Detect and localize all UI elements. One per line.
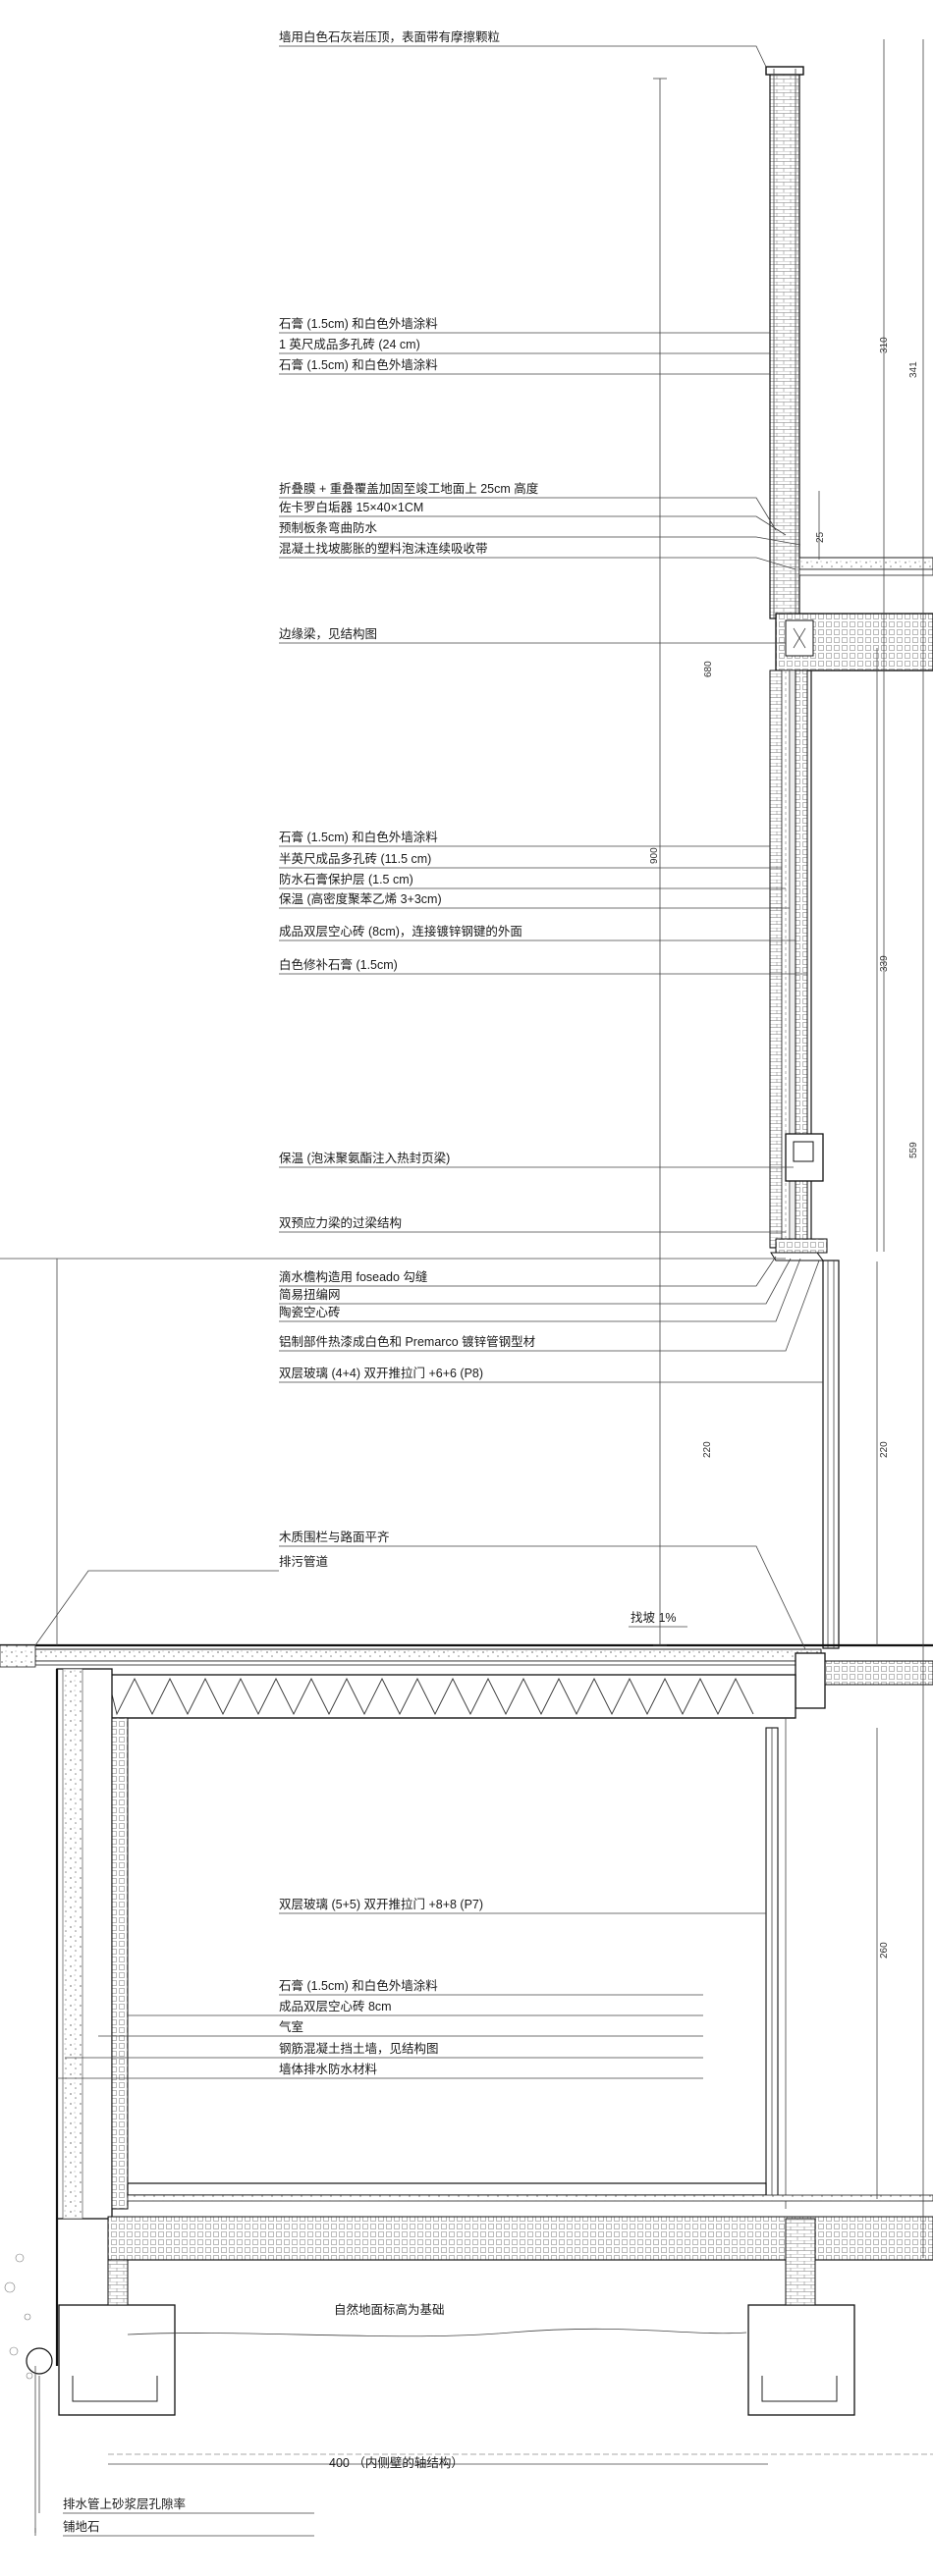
- label-concrete-slope-foam: 混凝土找坡膨胀的塑料泡沫连续吸收带: [279, 541, 488, 556]
- dim-680: 680: [703, 661, 714, 677]
- label-mortar-porosity: 排水管上砂浆层孔隙率: [63, 2496, 186, 2511]
- sliding-door-p8: [822, 1260, 840, 1649]
- label-glazing-p7: 双层玻璃 (5+5) 双开推拉门 +8+8 (P7): [279, 1897, 483, 1911]
- middle-cavity-wall: [769, 670, 933, 1249]
- label-axis-400: 400 （内侧壁的轴结构）: [329, 2455, 464, 2470]
- retaining-wall: [55, 1668, 129, 2366]
- label-white-finish-plaster: 白色修补石膏 (1.5cm): [279, 957, 398, 972]
- ground-floor-slab: [0, 1643, 933, 1709]
- dim-260: 260: [879, 1942, 890, 1959]
- dim-339: 339: [879, 955, 890, 972]
- label-plaster-outer-2: 石膏 (1.5cm) 和白色外墙涂料: [279, 357, 438, 372]
- annotation-labels: 墙用白色石灰岩压顶，表面带有摩擦颗粒 石膏 (1.5cm) 和白色外墙涂料 1 …: [63, 29, 677, 2534]
- dim-220-left: 220: [702, 1441, 713, 1458]
- label-aluminium-premarco: 铝制部件热漆成白色和 Premarco 镀锌管钢型材: [279, 1334, 535, 1349]
- label-parapet-coping: 墙用白色石灰岩压顶，表面带有摩擦颗粒: [279, 29, 500, 44]
- label-rc-retaining-wall: 钢筋混凝土挡土墙，见结构图: [279, 2041, 439, 2056]
- label-twist-mesh: 简易扭编网: [279, 1287, 341, 1302]
- label-insulation-eps: 保温 (高密度聚苯乙烯 3+3cm): [279, 891, 442, 906]
- upper-parapet-wall: [765, 66, 804, 619]
- label-plaster-inner-basement: 石膏 (1.5cm) 和白色外墙涂料: [279, 1978, 438, 1993]
- label-sewer-pipe: 排污管道: [279, 1554, 329, 1569]
- label-air-chamber: 气室: [279, 2019, 303, 2034]
- dim-310: 310: [879, 337, 890, 353]
- label-one-foot-brick: 1 英尺成品多孔砖 (24 cm): [279, 337, 420, 351]
- label-hollow-brick-8cm: 成品双层空心砖 8cm: [279, 1999, 392, 2013]
- dimension-lines: [0, 39, 924, 2465]
- label-prestressed-lintel: 双预应力梁的过梁结构: [279, 1215, 402, 1230]
- footings: [58, 2218, 855, 2416]
- lintel-beam: [770, 1133, 828, 1261]
- label-double-hollow-brick: 成品双层空心砖 (8cm)，连接镀锌钢键的外面: [279, 924, 522, 939]
- label-precast-flashing: 预制板条弯曲防水: [279, 520, 378, 535]
- label-plaster-outer-1: 石膏 (1.5cm) 和白色外墙涂料: [279, 316, 438, 331]
- dim-559: 559: [908, 1142, 919, 1158]
- sliding-door-p7: [765, 1718, 787, 2209]
- label-natural-ground: 自然地面标高为基础: [334, 2302, 445, 2317]
- label-half-foot-brick: 半英尺成品多孔砖 (11.5 cm): [279, 851, 431, 866]
- label-wood-railing: 木质围栏与路面平齐: [279, 1530, 390, 1544]
- dim-341: 341: [908, 361, 919, 378]
- label-ceramic-hollow-brick: 陶瓷空心砖: [279, 1305, 341, 1319]
- label-edge-beam: 边缘梁，见结构图: [279, 626, 377, 641]
- label-drip-foseado: 滴水檐构造用 foseado 勾缝: [279, 1269, 427, 1284]
- precast-joist-row: [58, 1674, 796, 1719]
- natural-ground: [4, 2253, 747, 2380]
- label-paving-stone: 铺地石: [63, 2520, 100, 2534]
- leader-lines: [34, 45, 823, 2537]
- label-insulation-pu: 保温 (泡沫聚氨酯注入热封页梁): [279, 1151, 450, 1165]
- label-wall-drain-membrane: 墙体排水防水材料: [279, 2062, 378, 2076]
- label-zocalo: 佐卡罗白垢器 15×40×1CM: [279, 500, 423, 514]
- label-glazing-p8: 双层玻璃 (4+4) 双开推拉门 +6+6 (P8): [279, 1366, 483, 1380]
- dim-900: 900: [649, 847, 660, 864]
- drain-base: [34, 2366, 933, 2533]
- dimension-values: 310 341 25 680 900 339 559 220 220 260: [649, 337, 919, 1959]
- label-plaster-outer-3: 石膏 (1.5cm) 和白色外墙涂料: [279, 830, 438, 844]
- label-slope-1pct: 找坡 1%: [631, 1611, 677, 1625]
- terrace-slab: [775, 557, 933, 671]
- label-folded-membrane: 折叠膜 + 重叠覆盖加固至竣工地面上 25cm 高度: [279, 481, 539, 496]
- label-waterproof-plaster: 防水石膏保护层 (1.5 cm): [279, 872, 413, 886]
- dim-220-right: 220: [879, 1441, 890, 1458]
- dim-25: 25: [815, 531, 826, 543]
